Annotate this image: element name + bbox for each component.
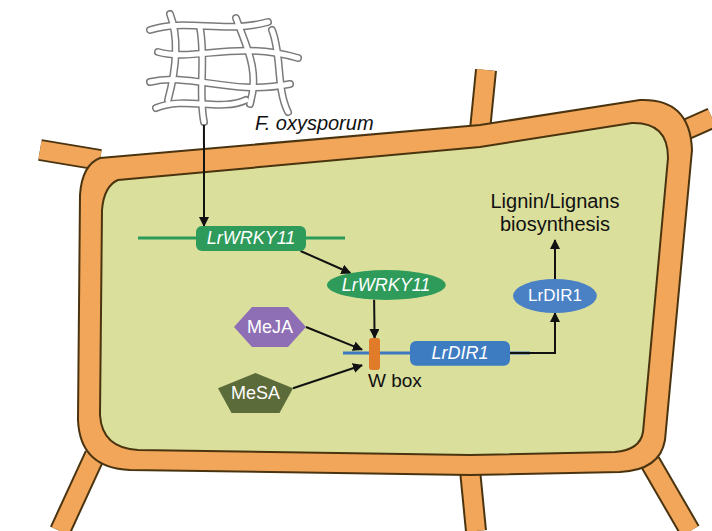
node-text: MeJA: [247, 317, 293, 338]
protein-ellipse: LrWRKY11: [327, 270, 446, 300]
node-text: MeSA: [231, 383, 280, 404]
fungal-hyphae: [150, 14, 298, 122]
arrow-connector: [293, 365, 362, 388]
process-label: Lignin/Lignans biosynthesis: [475, 186, 635, 240]
node-text: LrWRKY11: [207, 228, 296, 249]
arrow-connector: [554, 240, 556, 279]
node-text: W box: [368, 370, 422, 392]
hormone-hexagon: MeJA: [234, 307, 306, 347]
gene-box: LrDIR1: [410, 341, 510, 366]
node-text: LrDIR1: [431, 343, 488, 364]
node-text: LrWRKY11: [342, 275, 431, 296]
neighbour-walls: [40, 70, 712, 531]
hormone-pentagon: MeSA: [218, 373, 293, 413]
arrow-connector: [301, 251, 351, 273]
arrow-connector: [373, 300, 375, 338]
arrow-connector: [510, 313, 555, 353]
node-text: F. oxysporum: [255, 112, 374, 135]
cell-wall: [78, 100, 692, 475]
pathogen-hyphae: F. oxysporum: [140, 10, 400, 142]
protein-ellipse: LrDIR1: [513, 279, 597, 313]
arrow-connector: [203, 125, 205, 226]
arrow-connector: [306, 327, 362, 350]
gene-box: LrWRKY11: [196, 226, 306, 251]
cytoplasm: [100, 123, 668, 455]
node-text: Lignin/Lignans biosynthesis: [475, 190, 635, 236]
node-text: LrDIR1: [528, 286, 582, 306]
